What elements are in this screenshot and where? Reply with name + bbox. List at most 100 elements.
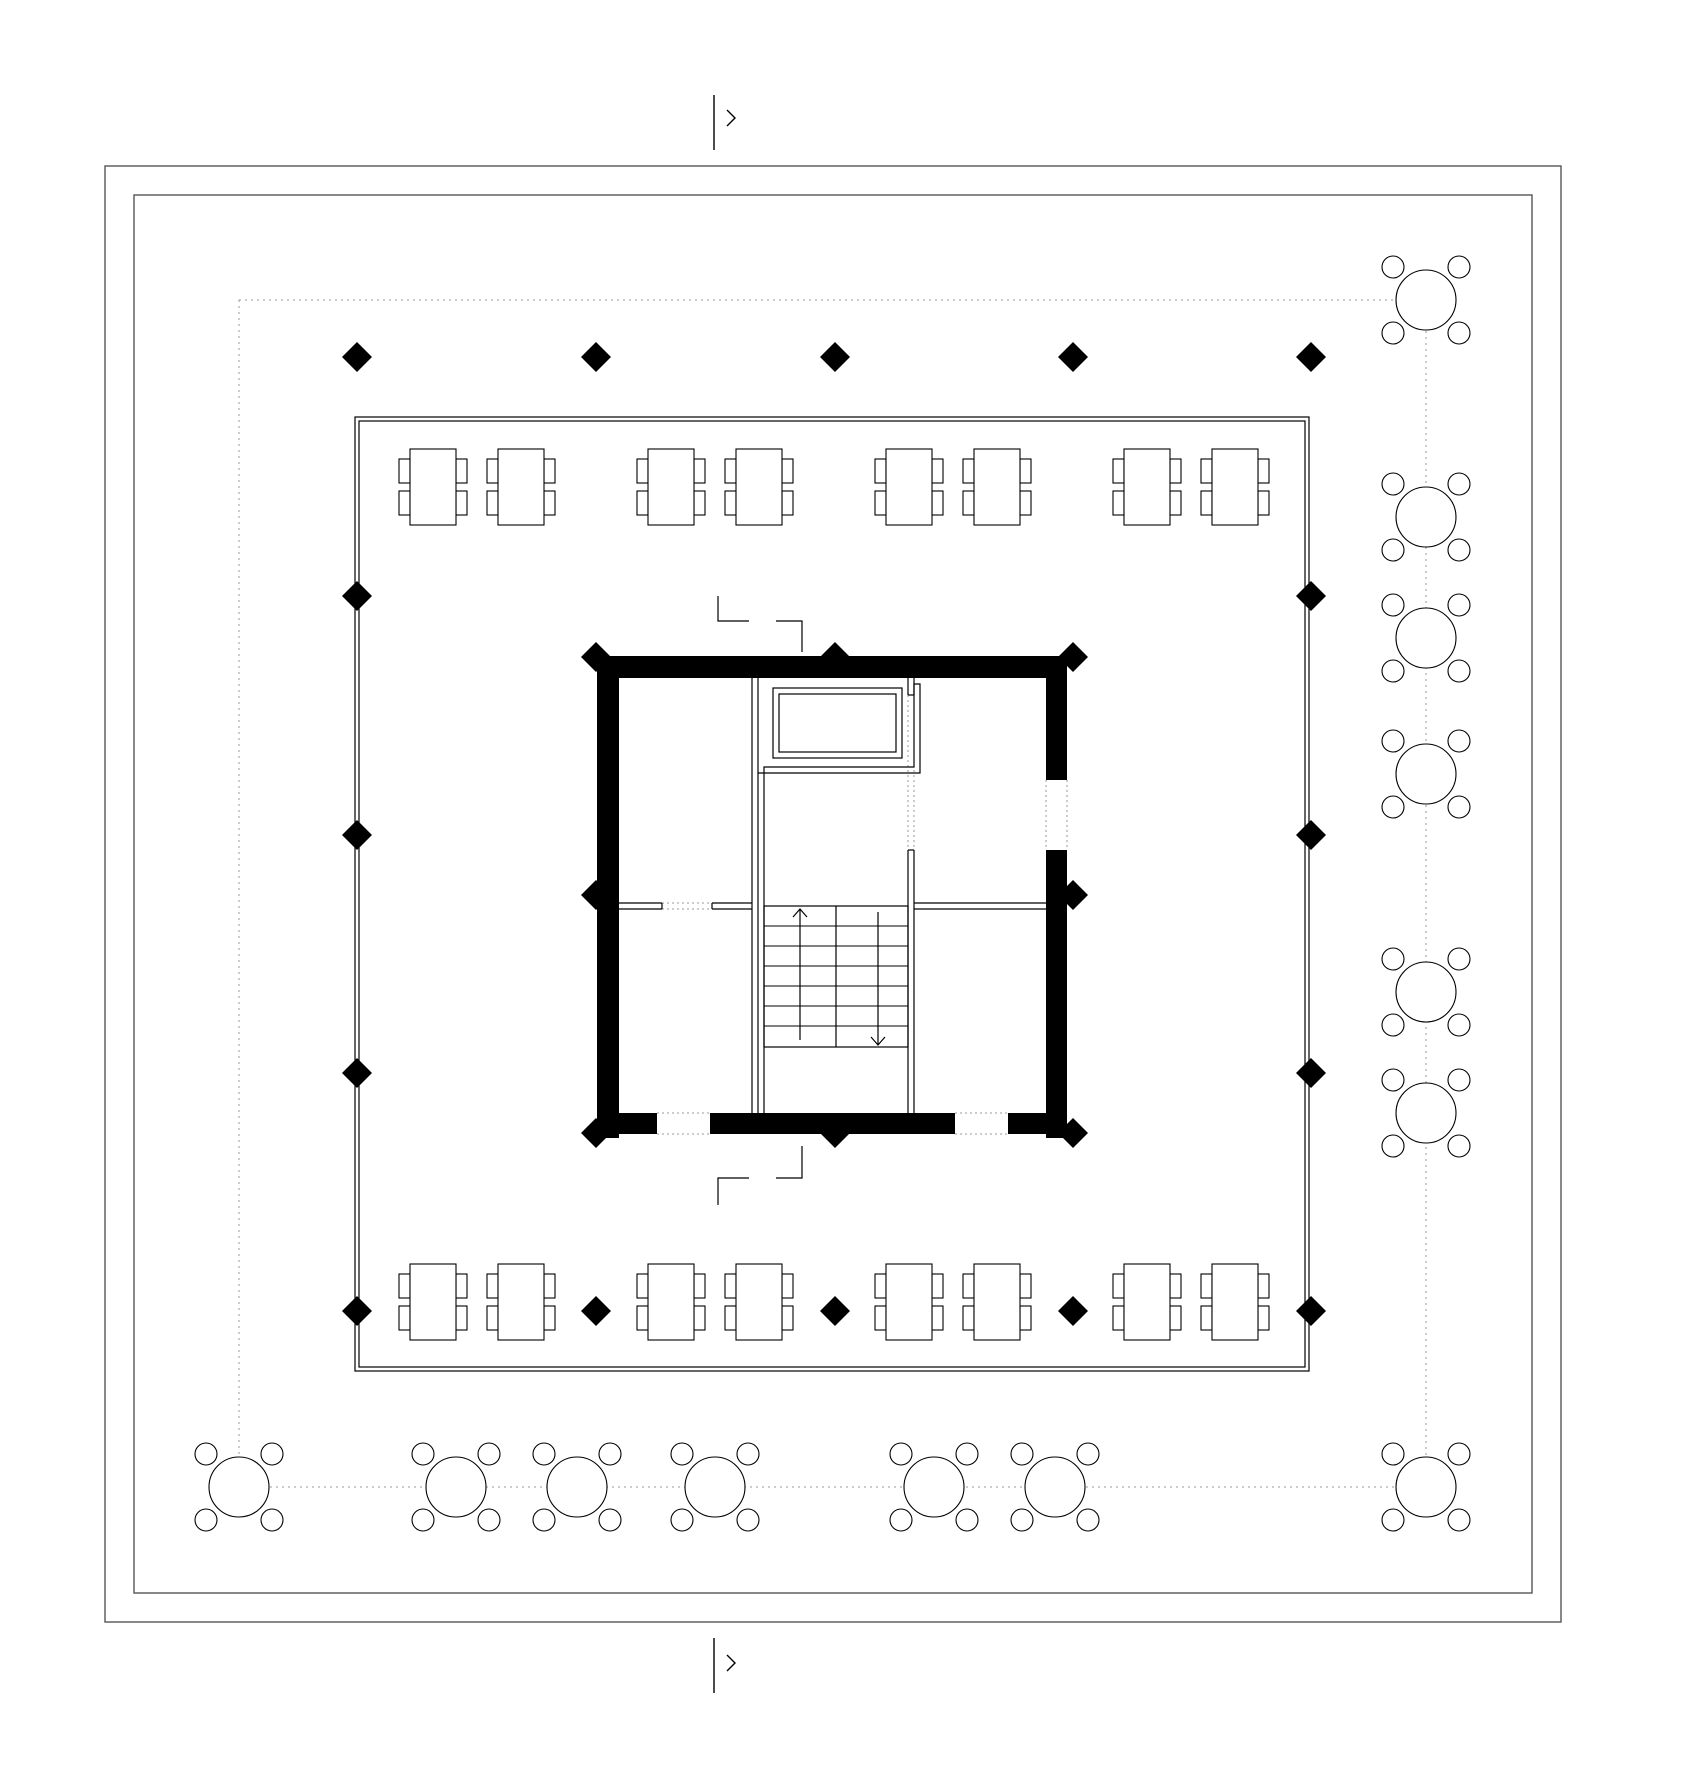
round-table — [1381, 947, 1471, 1037]
rectangular-table — [1200, 448, 1270, 526]
chair — [931, 490, 944, 516]
chair — [1169, 490, 1182, 516]
table-top — [425, 1456, 487, 1518]
chair — [889, 1508, 913, 1532]
chair — [1019, 1273, 1032, 1299]
core-wall-bottom-right — [1008, 1113, 1067, 1134]
terrace-outer-edge — [104, 165, 1562, 1623]
chair — [874, 490, 887, 516]
chair — [455, 1273, 468, 1299]
chair — [455, 490, 468, 516]
chair — [1447, 472, 1471, 496]
chair — [1447, 1068, 1471, 1092]
round-table — [1381, 1442, 1471, 1532]
round-table — [532, 1442, 622, 1532]
chair — [1257, 458, 1270, 484]
chair — [1447, 593, 1471, 617]
core-column — [581, 880, 611, 910]
chair — [1019, 490, 1032, 516]
chair — [477, 1442, 501, 1466]
table-top — [885, 448, 933, 526]
core-column — [820, 642, 850, 672]
chair — [636, 490, 649, 516]
rectangular-table — [636, 448, 706, 526]
chair — [532, 1508, 556, 1532]
chair — [598, 1508, 622, 1532]
perimeter-column — [1058, 1296, 1088, 1326]
chair — [874, 458, 887, 484]
rectangular-table — [962, 448, 1032, 526]
chair — [1447, 538, 1471, 562]
chair — [724, 490, 737, 516]
section-marker-top — [713, 95, 736, 150]
perimeter-column — [1296, 581, 1326, 611]
rectangular-table — [1200, 1263, 1270, 1341]
table-top — [208, 1456, 270, 1518]
chair — [874, 1305, 887, 1331]
chair — [1381, 1442, 1405, 1466]
glass-wall-inner — [358, 420, 1306, 1368]
table-top — [1395, 486, 1457, 548]
terrace-inner-edge — [133, 194, 1533, 1594]
rectangular-table — [486, 448, 556, 526]
chair — [260, 1442, 284, 1466]
table-top — [1395, 269, 1457, 331]
chair — [398, 458, 411, 484]
round-tables — [194, 255, 1471, 1532]
chair — [670, 1442, 694, 1466]
chair — [1010, 1442, 1034, 1466]
chair — [1447, 659, 1471, 683]
perimeter-column — [820, 342, 850, 372]
table-top — [647, 1263, 695, 1341]
chair — [1200, 490, 1213, 516]
chair — [1447, 321, 1471, 345]
chair — [931, 458, 944, 484]
table-top — [885, 1263, 933, 1341]
chair — [1112, 490, 1125, 516]
chair — [931, 1273, 944, 1299]
chair — [411, 1508, 435, 1532]
chair — [1381, 1508, 1405, 1532]
stair — [763, 905, 909, 1048]
chair — [1447, 255, 1471, 279]
chair — [260, 1508, 284, 1532]
perimeter-column — [342, 1296, 372, 1326]
round-table — [1381, 593, 1471, 683]
chair — [398, 1305, 411, 1331]
stair-treads — [764, 925, 908, 1027]
chair — [1447, 795, 1471, 819]
chair — [543, 458, 556, 484]
table-top — [684, 1456, 746, 1518]
chair — [693, 1273, 706, 1299]
chair — [411, 1442, 435, 1466]
perimeter-column — [1296, 1058, 1326, 1088]
table-top — [1395, 1456, 1457, 1518]
core-wall-bottom-left — [597, 1113, 657, 1134]
round-table — [670, 1442, 760, 1532]
chair — [543, 1305, 556, 1331]
chair — [486, 458, 499, 484]
glass-wall-outer — [354, 416, 1310, 1372]
chair — [962, 458, 975, 484]
table-top — [973, 1263, 1021, 1341]
core-column — [581, 1118, 611, 1148]
chair — [486, 1305, 499, 1331]
table-top — [903, 1456, 965, 1518]
table-top — [647, 448, 695, 526]
core-wall-right-upper — [1046, 656, 1067, 780]
perimeter-column — [342, 820, 372, 850]
round-table — [194, 1442, 284, 1532]
chair — [1447, 947, 1471, 971]
chair — [543, 1273, 556, 1299]
perimeter-column — [342, 342, 372, 372]
table-top — [409, 1263, 457, 1341]
rectangular-table — [724, 448, 794, 526]
table-top — [497, 448, 545, 526]
chair — [1381, 538, 1405, 562]
chair — [532, 1442, 556, 1466]
round-table — [889, 1442, 979, 1532]
perimeter-column — [581, 342, 611, 372]
chair — [1381, 1013, 1405, 1037]
core-column — [820, 1118, 850, 1148]
